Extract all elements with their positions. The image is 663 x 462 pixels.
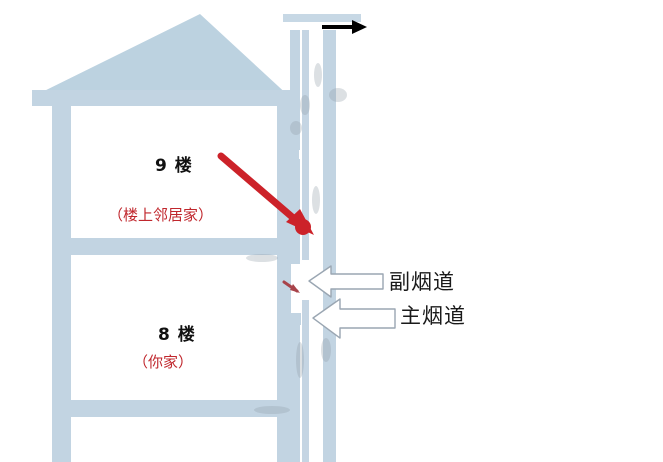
exterior-wall-left: [52, 90, 71, 462]
occupant-label-upper: （楼上邻居家）: [108, 206, 214, 224]
red-arrow-pointing-down-right: [217, 152, 314, 235]
house-structure: [32, 14, 301, 462]
roof-shape: [32, 14, 291, 104]
interior-wall-8f: [277, 255, 291, 417]
ceiling-slab-9f: [32, 90, 291, 106]
occupant-label-lower: （你家）: [133, 353, 194, 371]
flue-divider-wall-upper: [302, 30, 309, 260]
flue-shaft-structure: [246, 14, 361, 462]
shaft-shelf-8f-top: [277, 313, 301, 325]
floor-slab-below-8f: [52, 400, 291, 417]
interior-wall-lower: [277, 417, 291, 462]
interior-wall-9f: [277, 90, 291, 255]
exterior-wall-left-lower: [52, 417, 71, 462]
floor-label-lower: 8 楼: [158, 325, 196, 345]
main-flue-label: 主烟道: [400, 304, 466, 328]
secondary-flue-wall-lower: [290, 325, 300, 462]
chimney-cap: [283, 14, 361, 22]
main-flue-arrow-icon: [312, 298, 396, 339]
black-arrow-pointing-right: [322, 20, 367, 34]
flue-outer-wall-right: [323, 30, 336, 462]
flue-divider-wall-lower: [302, 300, 309, 462]
secondary-flue-label: 副烟道: [389, 270, 455, 294]
floor-label-upper: 9 楼: [155, 156, 193, 176]
floor-slab-between-9f-8f: [52, 238, 291, 255]
soot-marks: [246, 63, 347, 414]
secondary-flue-arrow-icon: [308, 265, 384, 298]
shaft-shelf-9f-top: [277, 148, 299, 159]
red-inlet-mark: [282, 280, 300, 293]
secondary-flue-wall-upper: [290, 30, 300, 150]
secondary-flue-wall-mid: [290, 159, 300, 264]
